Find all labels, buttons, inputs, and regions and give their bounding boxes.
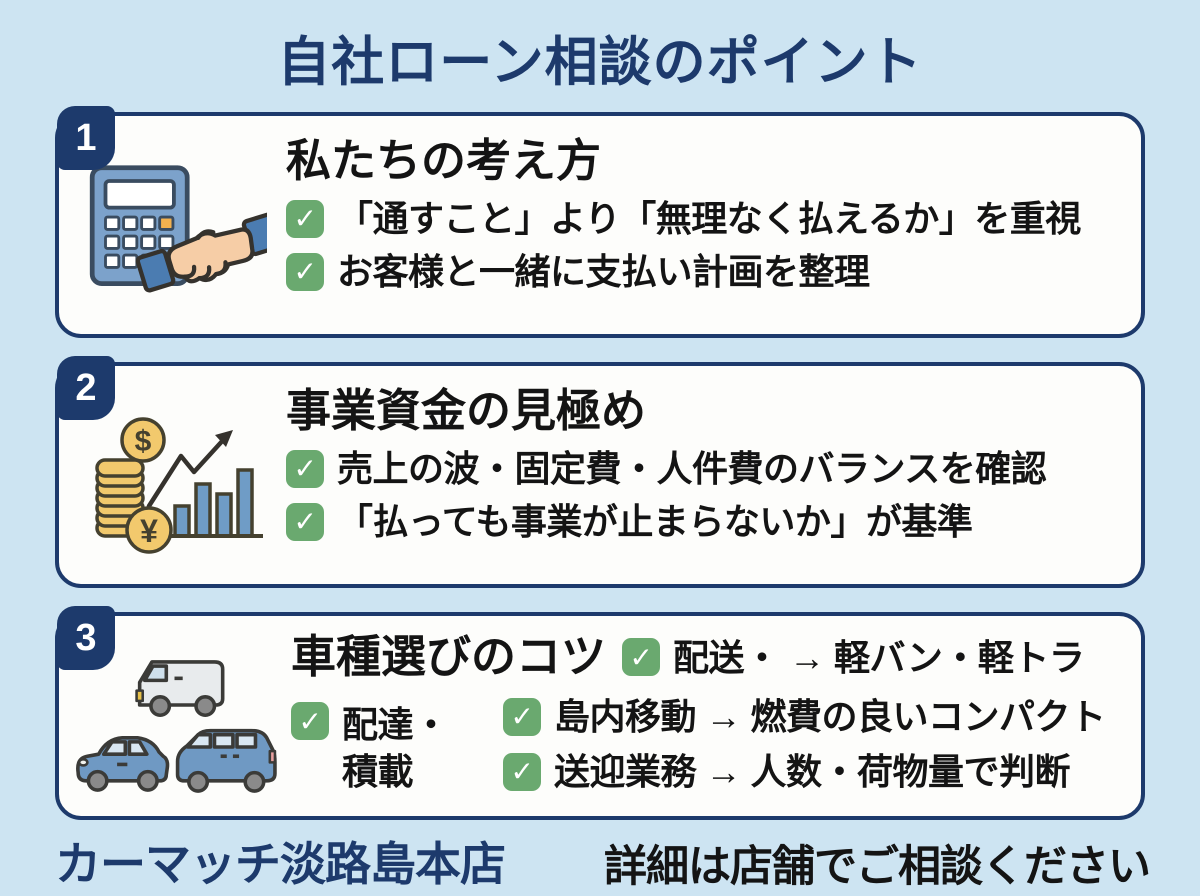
footer: カーマッチ淡路島本店 詳細は店舗でご相談ください <box>55 828 1151 894</box>
card1-heading: 私たちの考え方 <box>286 135 602 186</box>
card3-item-island-travel-text: 島内移動 → 燃費の良いコンパクト <box>554 696 1106 738</box>
card2-bullet-2: ✓ 「払っても事業が止まらないか」が基準 <box>286 499 1123 544</box>
page-title: 自社ローン相談のポイント <box>277 33 923 92</box>
vehicles-icon <box>75 660 277 793</box>
card1-text-column: 私たちの考え方 ✓ 「通すこと」より「無理なく払えるか」を重視 ✓ お客様と一緒… <box>284 116 1141 334</box>
card2-text-column: 事業資金の見極め ✓ 売上の波・固定費・人件費のバランスを確認 ✓ 「払っても事… <box>284 366 1141 584</box>
card3-left-column: ✓ 配達・ 積載 <box>291 694 503 796</box>
card1-icon-column <box>59 116 284 334</box>
card2-bullet-1-text: 売上の波・固定費・人件費のバランスを確認 <box>337 448 1047 490</box>
check-icon: ✓ <box>286 502 324 541</box>
card3-columns: ✓ 配達・ 積載 ✓ 島内移動 → 燃費の良いコンパクト ✓ 送迎業務 → 人数… <box>291 694 1123 796</box>
card3-text-column: 車種選びのコツ ✓ 配送・ → 軽バン・軽トラ ✓ 配達・ 積載 ✓ 島 <box>289 616 1141 816</box>
card2-bullet-1: ✓ 売上の波・固定費・人件費のバランスを確認 <box>286 446 1123 491</box>
card1-bullet-2-text: お客様と一緒に支払い計画を整理 <box>337 251 870 293</box>
check-icon: ✓ <box>503 697 541 736</box>
check-icon: ✓ <box>286 449 324 488</box>
card3-item-haul: ✓ 配達・ 積載 <box>291 702 503 796</box>
yen-glyph: ¥ <box>140 513 158 549</box>
card3-item-shuttle-text: 送迎業務 → 人数・荷物量で判断 <box>554 751 1071 793</box>
card-our-policy: 1 私たちの考え方 ✓ 「通すこと」より「無理なく払える <box>55 106 1145 338</box>
card3-item-island-travel: ✓ 島内移動 → 燃費の良いコンパクト <box>503 694 1123 739</box>
card-business-funds: 2 $ ¥ <box>55 356 1145 588</box>
card3-item-haul-text: 配達・ 積載 <box>342 702 449 796</box>
card3-item-haul-line1: 配達・ <box>342 704 449 746</box>
card1-bullet-1-text: 「通すこと」より「無理なく払えるか」を重視 <box>337 198 1081 240</box>
check-icon: ✓ <box>286 252 324 291</box>
card2-heading: 事業資金の見極め <box>286 385 647 436</box>
card3-heading-row: 車種選びのコツ ✓ 配送・ → 軽バン・軽トラ <box>291 631 1123 682</box>
card2-bullet-2-text: 「払っても事業が止まらないか」が基準 <box>337 501 973 543</box>
card3-item-delivery: ✓ 配送・ → 軽バン・軽トラ <box>622 635 1085 680</box>
card3-heading: 車種選びのコツ <box>291 631 607 682</box>
check-icon: ✓ <box>286 199 324 238</box>
calculator-handshake-icon <box>89 165 267 293</box>
card1-bullet-1: ✓ 「通すこと」より「無理なく払えるか」を重視 <box>286 196 1123 241</box>
card3-icon-column <box>59 616 289 816</box>
dollar-glyph: $ <box>134 425 151 458</box>
money-growth-chart-icon: $ ¥ <box>94 417 263 554</box>
card3-item-shuttle: ✓ 送迎業務 → 人数・荷物量で判断 <box>503 749 1123 794</box>
card2-icon-column: $ ¥ <box>59 366 284 584</box>
card-vehicle-choice: 3 <box>55 606 1145 820</box>
card-number-badge: 1 <box>57 106 115 170</box>
shop-name: カーマッチ淡路島本店 <box>55 838 506 890</box>
card-number-badge: 3 <box>57 606 115 670</box>
footer-note: 詳細は店舗でご相談ください <box>604 843 1151 891</box>
card3-item-haul-line2: 積載 <box>342 751 414 793</box>
card3-right-column: ✓ 島内移動 → 燃費の良いコンパクト ✓ 送迎業務 → 人数・荷物量で判断 <box>503 694 1123 796</box>
card-number-badge: 2 <box>57 356 115 420</box>
card3-item-delivery-text: 配送・ → 軽バン・軽トラ <box>673 636 1085 678</box>
card1-bullet-2: ✓ お客様と一緒に支払い計画を整理 <box>286 249 1123 294</box>
check-icon: ✓ <box>291 702 329 741</box>
check-icon: ✓ <box>503 752 541 791</box>
check-icon: ✓ <box>622 638 661 677</box>
